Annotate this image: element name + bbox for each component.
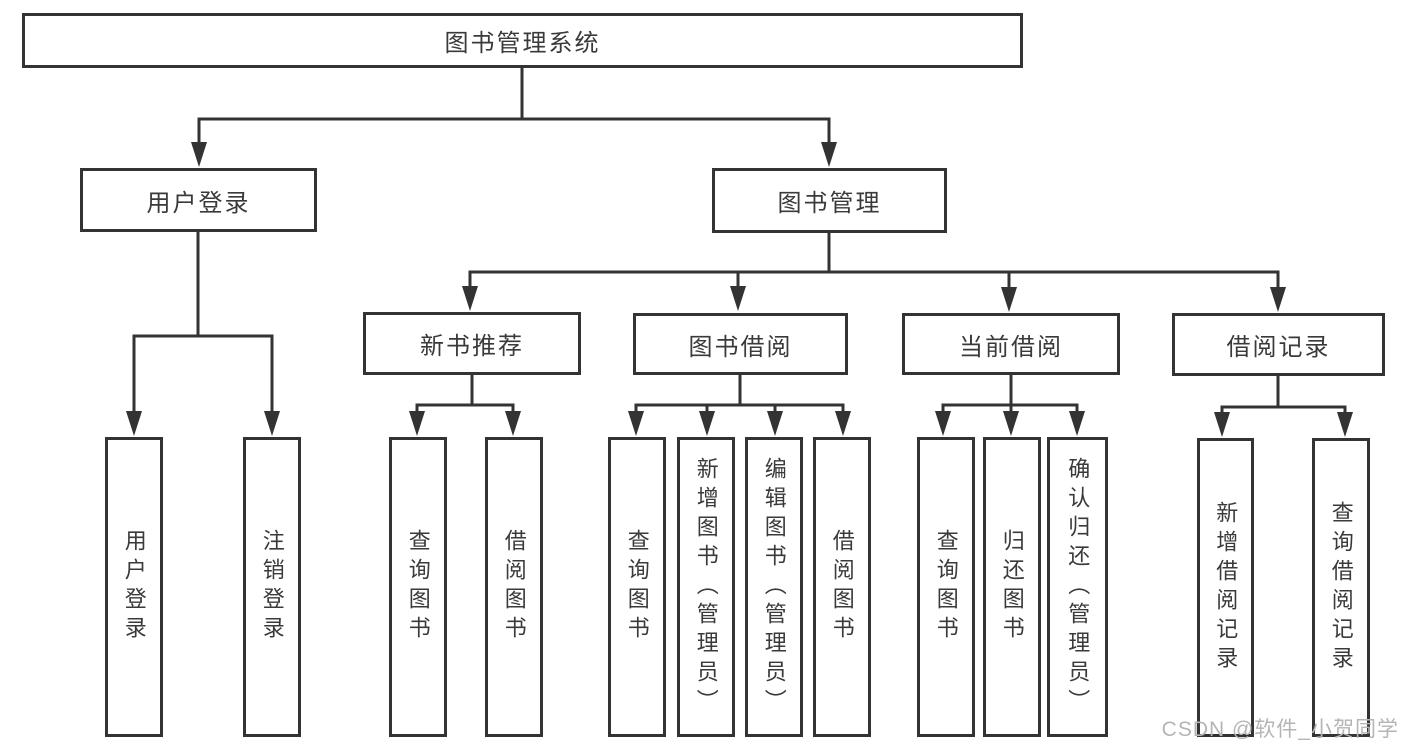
node-library-system: 图书管理系统 <box>22 13 1023 68</box>
leaf-nb-query-book: 查询图书 <box>389 437 447 737</box>
leaf-nb-borrow-book: 借阅图书 <box>485 437 543 737</box>
leaf-bb-edit-book-admin: 编辑图书（管理员） <box>745 437 803 737</box>
leaf-user-login: 用户登录 <box>105 437 163 737</box>
node-borrow-record: 借阅记录 <box>1172 313 1385 376</box>
leaf-logout: 注销登录 <box>243 437 301 737</box>
node-new-book-recommend: 新书推荐 <box>363 312 581 375</box>
leaf-br-add-record: 新增借阅记录 <box>1197 438 1254 737</box>
leaf-br-query-record: 查询借阅记录 <box>1312 438 1370 737</box>
node-book-management: 图书管理 <box>712 168 947 233</box>
node-book-borrow: 图书借阅 <box>633 313 848 375</box>
node-current-borrow: 当前借阅 <box>902 313 1120 375</box>
watermark: CSDN @软件_小贺同学 <box>1161 718 1399 741</box>
leaf-cb-return-book: 归还图书 <box>983 437 1041 737</box>
leaf-bb-add-book-admin: 新增图书（管理员） <box>677 437 735 737</box>
node-user-login: 用户登录 <box>80 168 317 232</box>
leaf-bb-query-book: 查询图书 <box>608 437 666 737</box>
leaf-bb-borrow-book: 借阅图书 <box>813 437 871 737</box>
leaf-cb-query-book: 查询图书 <box>917 437 975 737</box>
leaf-cb-confirm-return-admin: 确认归还（管理员） <box>1047 437 1108 737</box>
